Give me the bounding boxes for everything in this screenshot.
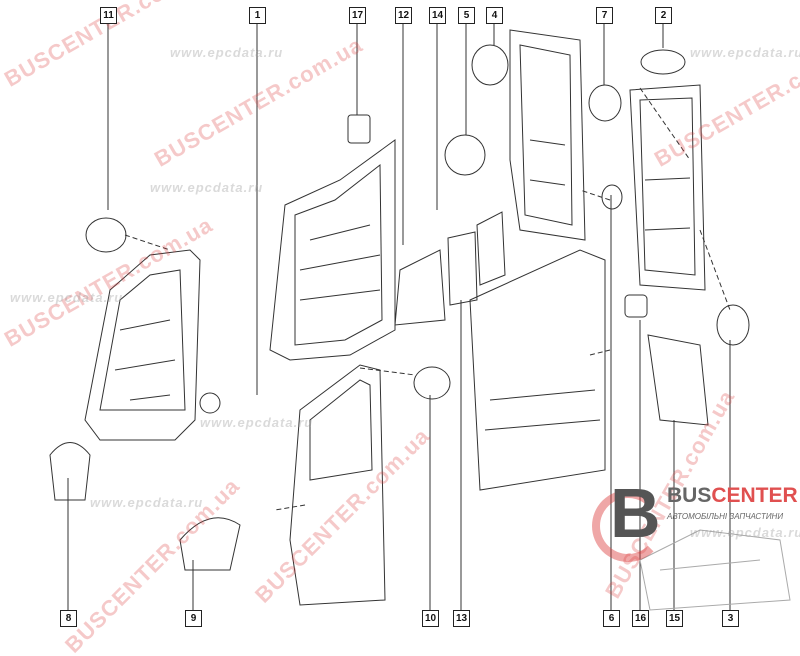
- part-15-sheet: [647, 334, 709, 426]
- watermark-site: www.epcdata.ru: [200, 415, 314, 430]
- part-6-plug: [601, 184, 623, 210]
- sliding-door-inner-panel: [269, 139, 396, 361]
- logo-name: BUSCENTER: [667, 484, 798, 508]
- callout-8[interactable]: 8: [60, 610, 77, 627]
- callout-2[interactable]: 2: [655, 7, 672, 24]
- part-12-sheet: [394, 249, 446, 326]
- watermark-site: www.epcdata.ru: [690, 45, 800, 60]
- part-17-switch: [347, 114, 371, 144]
- callout-3[interactable]: 3: [722, 610, 739, 627]
- callout-10[interactable]: 10: [422, 610, 439, 627]
- callout-4[interactable]: 4: [486, 7, 503, 24]
- rear-door-left: [509, 29, 586, 241]
- sliding-door-outer-panel: [469, 249, 606, 491]
- front-door-frame: [84, 249, 201, 441]
- logo-ring: [592, 490, 664, 562]
- part-4-cover: [471, 44, 509, 86]
- callout-15[interactable]: 15: [666, 610, 683, 627]
- callout-5[interactable]: 5: [458, 7, 475, 24]
- callout-7[interactable]: 7: [596, 7, 613, 24]
- part-10-cover: [413, 366, 451, 400]
- front-door-outer: [289, 364, 386, 606]
- part-11-cap: [85, 217, 127, 253]
- watermark-site: www.epcdata.ru: [90, 495, 204, 510]
- callout-11[interactable]: 11: [100, 7, 117, 24]
- logo-letter: B: [610, 474, 661, 552]
- callout-16[interactable]: 16: [632, 610, 649, 627]
- callout-14[interactable]: 14: [429, 7, 446, 24]
- part-1-grommet: [199, 392, 221, 414]
- logo-name-center: CENTER: [711, 484, 798, 507]
- part-16-clip: [624, 294, 648, 318]
- callout-17[interactable]: 17: [349, 7, 366, 24]
- part-2-cap: [640, 49, 686, 75]
- part-3-speaker: [716, 304, 750, 346]
- callout-1[interactable]: 1: [249, 7, 266, 24]
- watermark-site: www.epcdata.ru: [690, 525, 800, 540]
- callout-13[interactable]: 13: [453, 610, 470, 627]
- logo-name-bus: BUS: [667, 484, 712, 507]
- callout-6[interactable]: 6: [603, 610, 620, 627]
- logo-subtitle: АВТОМОБІЛЬНІ ЗАПЧАСТИНИ: [667, 512, 784, 521]
- part-5-cover: [444, 134, 486, 176]
- part-7-cover: [588, 84, 622, 122]
- buscenter-logo: B BUSCENTER АВТОМОБІЛЬНІ ЗАПЧАСТИНИ: [592, 474, 800, 562]
- van-sketch: [639, 529, 791, 611]
- callout-12[interactable]: 12: [395, 7, 412, 24]
- part-13-sheet: [447, 231, 478, 306]
- watermark-site: www.epcdata.ru: [170, 45, 284, 60]
- callout-9[interactable]: 9: [185, 610, 202, 627]
- watermark-site: www.epcdata.ru: [150, 180, 264, 195]
- rear-door-right: [629, 84, 706, 291]
- part-14-sheet: [476, 211, 506, 286]
- part-8-mirror: [49, 442, 91, 501]
- watermark-site: www.epcdata.ru: [10, 290, 124, 305]
- part-9-mirror: [179, 517, 241, 571]
